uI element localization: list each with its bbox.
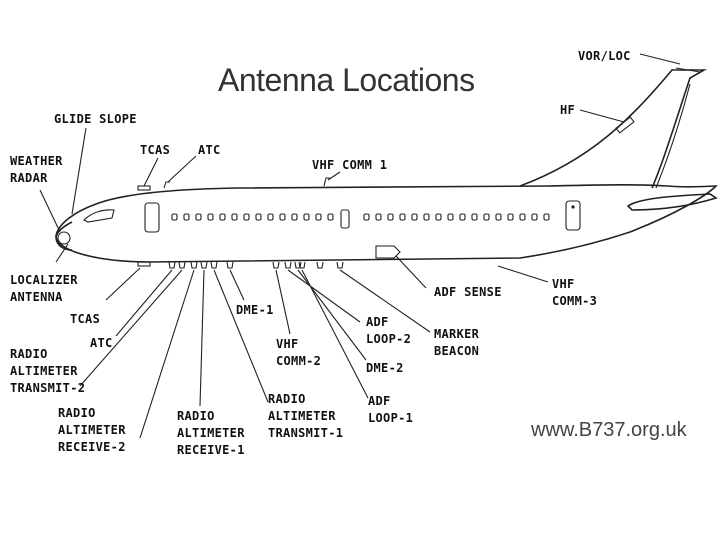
adf-sense-fairing xyxy=(375,245,401,259)
tcas-top-antenna xyxy=(137,185,151,191)
label-dme-2: DME-2 xyxy=(366,361,404,375)
window xyxy=(255,213,262,221)
label-radio-altimeter-receive-2: RADIO ALTIMETER RECEIVE-2 xyxy=(58,406,126,454)
window xyxy=(483,213,490,221)
belly-antenna xyxy=(284,261,292,269)
window xyxy=(207,213,214,221)
window xyxy=(447,213,454,221)
window xyxy=(171,213,178,221)
window xyxy=(375,213,382,221)
window xyxy=(495,213,502,221)
label-weather-radar: WEATHER RADAR xyxy=(10,154,63,185)
label-marker-beacon: MARKER BEACON xyxy=(434,327,480,358)
window xyxy=(423,213,430,221)
label-vhf-comm-3: VHF COMM-3 xyxy=(552,277,598,308)
window xyxy=(243,213,250,221)
window xyxy=(363,213,370,221)
forward-door xyxy=(144,202,160,233)
page-title: Antenna Locations xyxy=(218,62,475,98)
label-vor-loc: VOR/LOC xyxy=(578,49,631,63)
label-localizer-antenna: LOCALIZER ANTENNA xyxy=(10,273,78,304)
label-radio-altimeter-receive-1: RADIO ALTIMETER RECEIVE-1 xyxy=(177,409,245,457)
horizontal-stabilizer xyxy=(626,193,718,211)
label-vhf-comm-2: VHF COMM-2 xyxy=(276,337,322,368)
window xyxy=(231,213,238,221)
label-adf-sense: ADF SENSE xyxy=(434,285,502,299)
vor-loc-antenna xyxy=(675,67,701,73)
window xyxy=(435,213,442,221)
label-tcas-top: TCAS xyxy=(140,143,171,157)
belly-antenna xyxy=(316,261,324,269)
website-url: www.B737.org.uk xyxy=(531,419,687,441)
label-radio-altimeter-transmit-2: RADIO ALTIMETER TRANSMIT-2 xyxy=(10,347,86,395)
vhf-comm-1-antenna xyxy=(323,177,330,187)
belly-antenna xyxy=(272,261,280,269)
belly-antenna xyxy=(294,261,302,269)
label-glide-slope: GLIDE SLOPE xyxy=(54,112,137,126)
window xyxy=(471,213,478,221)
label-adf-loop-2: ADF LOOP-2 xyxy=(366,315,412,346)
fuselage-outline xyxy=(55,184,718,263)
belly-antenna xyxy=(336,261,344,269)
label-hf: HF xyxy=(560,103,576,117)
hf-antenna xyxy=(615,116,635,134)
label-adf-loop-1: ADF LOOP-1 xyxy=(368,394,414,425)
window xyxy=(315,213,322,221)
window xyxy=(327,213,334,221)
belly-antenna xyxy=(226,261,234,269)
label-vhf-comm-1: VHF COMM 1 xyxy=(312,158,388,172)
belly-antenna xyxy=(210,261,218,269)
vertical-stabilizer xyxy=(519,69,708,189)
belly-antenna xyxy=(190,261,198,269)
window xyxy=(459,213,466,221)
window xyxy=(303,213,310,221)
door-handle xyxy=(571,205,575,209)
belly-antenna xyxy=(178,261,186,269)
overwing-exit xyxy=(340,209,350,229)
window xyxy=(543,213,550,221)
belly-antenna xyxy=(298,261,306,269)
window xyxy=(411,213,418,221)
nose-radome xyxy=(55,221,73,251)
belly-antennas xyxy=(168,261,344,269)
window xyxy=(291,213,298,221)
window xyxy=(279,213,286,221)
tcas-bottom-antenna xyxy=(137,261,151,267)
label-tcas-bottom: TCAS xyxy=(70,312,101,326)
window xyxy=(267,213,274,221)
window xyxy=(507,213,514,221)
label-atc-bottom: ATC xyxy=(90,336,113,350)
window xyxy=(183,213,190,221)
rudder-line xyxy=(655,83,691,189)
radome-circle xyxy=(57,231,71,245)
label-dme-1: DME-1 xyxy=(236,303,274,317)
window xyxy=(219,213,226,221)
leader-lines xyxy=(39,53,681,439)
cockpit-window xyxy=(83,209,115,223)
passenger-windows xyxy=(171,213,550,221)
belly-antenna xyxy=(168,261,176,269)
label-radio-altimeter-transmit-1: RADIO ALTIMETER TRANSMIT-1 xyxy=(268,392,344,440)
window xyxy=(195,213,202,221)
atc-top-antenna xyxy=(163,181,170,189)
aft-door xyxy=(565,200,581,231)
belly-antenna xyxy=(200,261,208,269)
window xyxy=(531,213,538,221)
window xyxy=(399,213,406,221)
label-atc-top: ATC xyxy=(198,143,221,157)
window xyxy=(387,213,394,221)
window xyxy=(519,213,526,221)
